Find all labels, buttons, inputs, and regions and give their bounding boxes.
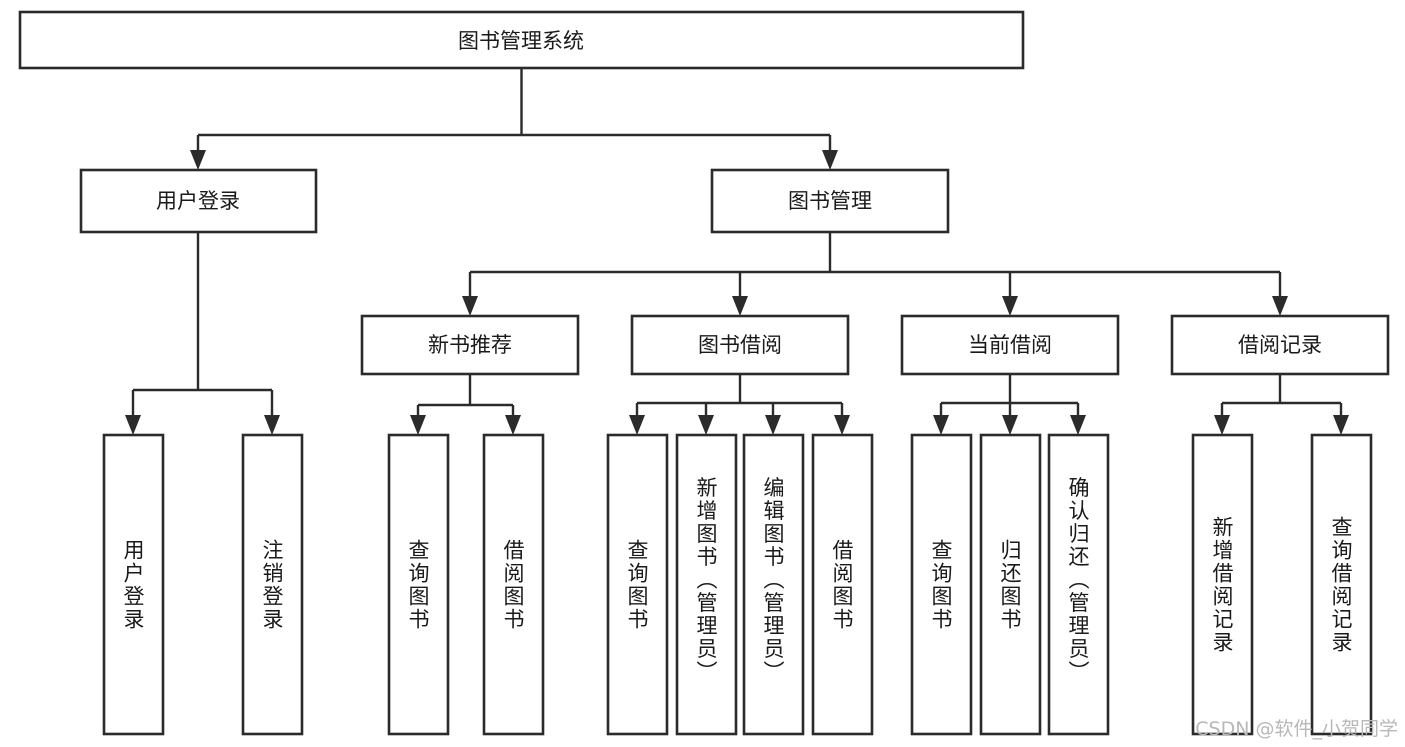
leaf-borrow-record-2[interactable]: 查询借阅记录 [1310,433,1373,736]
arrow-user-login-leaf-2-icon [264,415,280,435]
arrow-current-borrow-leaf-3-icon [1070,415,1086,435]
leaf-user-login-1-box[interactable] [102,433,165,736]
leaf-book-borrow-3-label: 编辑图书（管理员） [761,477,785,684]
leaf-current-borrow-3[interactable]: 确认归还（管理员） [1047,433,1110,736]
node-current-borrow-box[interactable] [900,314,1120,376]
arrow-to-borrow-record-icon [1272,296,1288,316]
leaf-current-borrow-2-box[interactable] [979,433,1042,736]
leaf-current-borrow-1-box[interactable] [910,433,973,736]
node-root[interactable]: 图书管理系统 [18,10,1025,70]
leaf-current-borrow-2-label: 归还图书 [998,539,1022,631]
node-current-borrow[interactable]: 当前借阅 [900,314,1120,376]
leaf-book-borrow-4-label: 借阅图书 [830,539,854,631]
node-book-borrow-box[interactable] [630,314,850,376]
arrow-borrow-record-leaf-2-icon [1333,415,1349,435]
leaf-user-login-2[interactable]: 注销登录 [241,433,304,736]
node-user-login[interactable]: 用户登录 [79,168,318,234]
connector-layer [125,68,1349,435]
node-user-login-box[interactable] [79,168,318,234]
node-borrow-record-box[interactable] [1170,314,1390,376]
leaf-current-borrow-1-label: 查询图书 [929,539,953,631]
leaf-book-borrow-4[interactable]: 借阅图书 [811,433,874,736]
leaf-user-login-2-label: 注销登录 [260,539,284,631]
leaf-current-borrow-1[interactable]: 查询图书 [910,433,973,736]
node-root-label: 图书管理系统 [458,29,584,53]
arrow-new-book-leaf-2-icon [505,415,521,435]
node-root-box[interactable] [18,10,1025,70]
node-borrow-record-label: 借阅记录 [1238,333,1322,357]
node-book-borrow[interactable]: 图书借阅 [630,314,850,376]
leaf-new-book-2[interactable]: 借阅图书 [482,433,545,736]
leaf-borrow-record-1[interactable]: 新增借阅记录 [1191,433,1254,736]
node-book-management[interactable]: 图书管理 [710,168,950,234]
arrow-new-book-leaf-1-icon [410,415,426,435]
leaf-current-borrow-3-label: 确认归还（管理员） [1066,477,1090,684]
csdn-watermark: CSDN @软件_小贺同学 [1195,718,1398,740]
node-new-book-recommend-label: 新书推荐 [428,333,512,357]
arrow-book-borrow-leaf-3-icon [765,415,781,435]
leaf-new-book-1-label: 查询图书 [406,539,430,631]
node-user-login-label: 用户登录 [156,189,240,213]
arrow-to-current-borrow-icon [1002,296,1018,316]
leaf-new-book-1-box[interactable] [387,433,450,736]
leaf-user-login-1[interactable]: 用户登录 [102,433,165,736]
node-book-management-label: 图书管理 [788,189,872,213]
leaf-borrow-record-1-box[interactable] [1191,433,1254,736]
leaf-borrow-record-2-box[interactable] [1310,433,1373,736]
leaf-book-borrow-3[interactable]: 编辑图书（管理员） [742,433,805,736]
arrow-book-borrow-leaf-1-icon [629,415,645,435]
leaf-user-login-1-label: 用户登录 [121,539,145,631]
arrow-root-to-user-login-icon [190,150,206,170]
leaf-user-login-2-box[interactable] [241,433,304,736]
arrow-user-login-leaf-1-icon [125,415,141,435]
node-current-borrow-label: 当前借阅 [968,333,1052,357]
leaf-book-borrow-2-box[interactable] [675,433,738,736]
leaf-book-borrow-3-box[interactable] [742,433,805,736]
leaf-new-book-1[interactable]: 查询图书 [387,433,450,736]
leaf-book-borrow-1-box[interactable] [606,433,669,736]
leaf-book-borrow-4-box[interactable] [811,433,874,736]
node-book-borrow-label: 图书借阅 [698,333,782,357]
node-new-book-recommend-box[interactable] [360,314,580,376]
arrow-book-borrow-leaf-2-icon [698,415,714,435]
arrow-current-borrow-leaf-1-icon [933,415,949,435]
arrow-root-to-book-mgmt-icon [822,150,838,170]
arrow-to-new-book-icon [462,296,478,316]
arrow-book-borrow-leaf-4-icon [834,415,850,435]
leaf-current-borrow-2[interactable]: 归还图书 [979,433,1042,736]
arrow-to-book-borrow-icon [732,296,748,316]
leaf-book-borrow-2-label: 新增图书（管理员） [694,477,718,684]
node-book-management-box[interactable] [710,168,950,234]
arrow-current-borrow-leaf-2-icon [1002,415,1018,435]
leaf-book-borrow-1-label: 查询图书 [625,539,649,631]
arrow-borrow-record-leaf-1-icon [1214,415,1230,435]
leaf-new-book-2-label: 借阅图书 [501,539,525,631]
leaf-book-borrow-2[interactable]: 新增图书（管理员） [675,433,738,736]
leaf-borrow-record-1-label: 新增借阅记录 [1210,516,1234,654]
leaf-borrow-record-2-label: 查询借阅记录 [1329,516,1353,654]
node-new-book-recommend[interactable]: 新书推荐 [360,314,580,376]
leaf-new-book-2-box[interactable] [482,433,545,736]
leaf-current-borrow-3-box[interactable] [1047,433,1110,736]
node-borrow-record[interactable]: 借阅记录 [1170,314,1390,376]
leaf-book-borrow-1[interactable]: 查询图书 [606,433,669,736]
